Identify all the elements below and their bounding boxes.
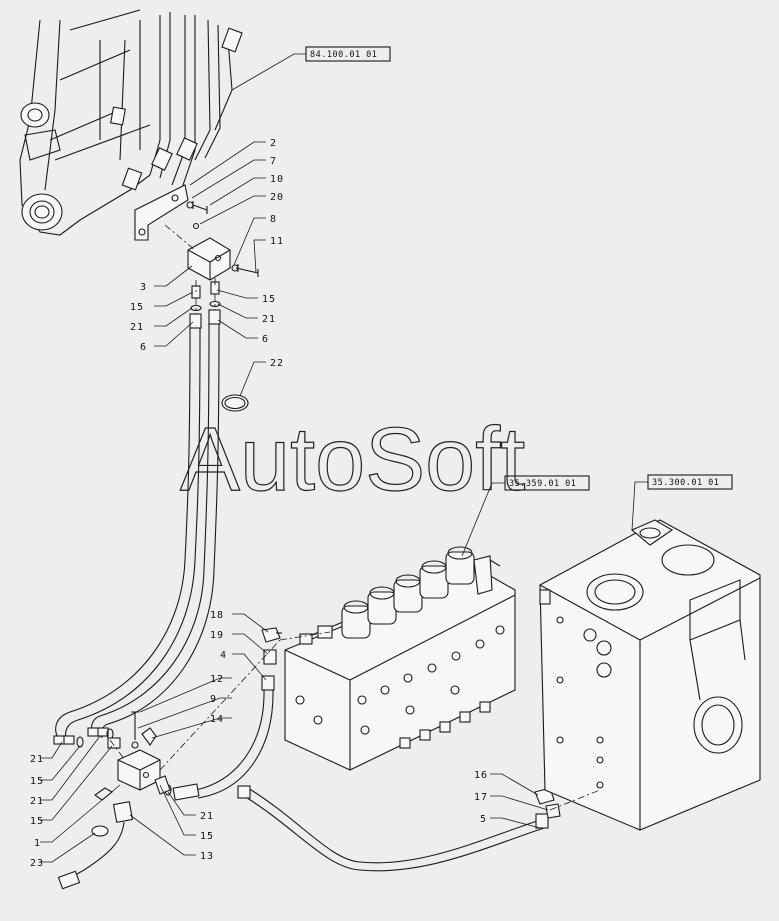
callout-15: 15 xyxy=(200,831,214,842)
callout-6: 6 xyxy=(262,334,269,345)
reference-35-359: 35.359.01 01 xyxy=(461,475,590,557)
lower-hose-fittings xyxy=(53,727,121,749)
callout-2: 2 xyxy=(270,138,277,149)
callout-5: 5 xyxy=(480,814,487,825)
callout-21: 21 xyxy=(30,796,44,807)
mounting-bracket xyxy=(134,184,189,241)
callout-7: 7 xyxy=(270,156,277,167)
callout-numbers: 2 7 10 20 8 11 3 15 21 6 15 21 6 22 18 1… xyxy=(30,138,488,869)
callout-14: 14 xyxy=(210,714,224,725)
pressure-switch xyxy=(57,787,134,890)
callout-4: 4 xyxy=(220,650,227,661)
callout-15: 15 xyxy=(30,776,44,787)
callout-10: 10 xyxy=(270,174,284,185)
hose-4 xyxy=(154,689,274,801)
valve-block-lower xyxy=(117,711,161,791)
callout-21: 21 xyxy=(130,322,144,333)
callout-16: 16 xyxy=(474,770,488,781)
bolts-upper xyxy=(186,201,259,277)
valve-ports xyxy=(295,625,505,735)
reference-84-100: 84.100.01 01 xyxy=(231,46,391,91)
fittings-upper xyxy=(189,281,221,329)
solenoid-coils xyxy=(341,546,475,639)
reference-label: 84.100.01 01 xyxy=(310,50,377,60)
assembly-lines-upper xyxy=(164,224,216,314)
watermark: AutoSoft xyxy=(180,410,525,510)
callout-3: 3 xyxy=(140,282,147,293)
callout-19: 19 xyxy=(210,630,224,641)
callout-1: 1 xyxy=(34,838,41,849)
callout-20: 20 xyxy=(270,192,284,203)
callout-23: 23 xyxy=(30,858,44,869)
callout-6: 6 xyxy=(140,342,147,353)
callout-11: 11 xyxy=(270,236,284,247)
hydraulic-tank xyxy=(539,519,761,831)
boom-arm xyxy=(19,9,151,236)
callout-21: 21 xyxy=(30,754,44,765)
callout-12: 12 xyxy=(210,674,224,685)
control-valve-assembly xyxy=(284,546,516,771)
reference-label: 35.300.01 01 xyxy=(652,478,719,488)
boom-hoses xyxy=(110,12,243,191)
callout-21: 21 xyxy=(262,314,276,325)
fittings-mid xyxy=(261,627,282,691)
callout-13: 13 xyxy=(200,851,214,862)
callout-17: 17 xyxy=(474,792,488,803)
callout-15: 15 xyxy=(30,816,44,827)
reference-35-300: 35.300.01 01 xyxy=(631,474,733,531)
valve-block-upper xyxy=(187,237,231,281)
callout-leaders xyxy=(40,141,601,863)
hose-5 xyxy=(237,785,549,872)
callout-21: 21 xyxy=(200,811,214,822)
callout-18: 18 xyxy=(210,610,224,621)
callout-9: 9 xyxy=(210,694,217,705)
callout-8: 8 xyxy=(270,214,277,225)
reference-label: 35.359.01 01 xyxy=(509,479,576,489)
callout-22: 22 xyxy=(270,358,284,369)
callout-15: 15 xyxy=(130,302,144,313)
long-hose-pair xyxy=(55,323,220,741)
valve-bottom-fittings xyxy=(299,555,493,749)
callout-15: 15 xyxy=(262,294,276,305)
